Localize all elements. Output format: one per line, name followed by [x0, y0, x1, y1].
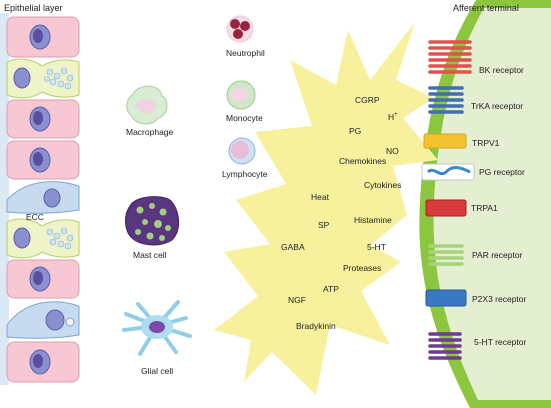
glial-cell-label: Glial cell	[141, 366, 174, 376]
mediator-gaba: GABA	[281, 242, 305, 252]
bk-receptor-label: BK receptor	[479, 65, 524, 75]
mediator-bradykinin: Bradykinin	[296, 321, 336, 331]
macrophage-label: Macrophage	[126, 127, 174, 137]
macrophage-cell	[126, 85, 168, 125]
mediator-5ht: 5-HT	[367, 242, 386, 252]
trka-receptor-icon	[428, 86, 464, 114]
mediator-histamine: Histamine	[354, 215, 392, 225]
5ht-receptor-icon	[428, 332, 462, 360]
mediator-heat: Heat	[311, 192, 329, 202]
mediator-no: NO	[386, 146, 399, 156]
mediator-ngf: NGF	[288, 295, 306, 305]
monocyte-label: Monocyte	[226, 113, 263, 123]
pg-receptor-icon	[421, 163, 475, 181]
par-receptor-icon	[428, 244, 464, 266]
mast-cell	[125, 196, 179, 246]
glial-cell	[122, 300, 192, 356]
mediator-sp: SP	[318, 220, 330, 230]
mediator-pg: PG	[349, 126, 362, 136]
mediator-cytokines: Cytokines	[364, 180, 402, 190]
mediator-atp: ATP	[323, 284, 339, 294]
monocyte-cell	[226, 80, 256, 110]
mast-cell-label: Mast cell	[133, 250, 167, 260]
neutrophil-label: Neutrophil	[226, 48, 265, 58]
trpv1-icon	[423, 133, 467, 149]
mediator-proteases: Proteases	[343, 263, 382, 273]
epithelial-layer	[0, 13, 80, 385]
lymphocyte-label: Lymphocyte	[222, 169, 268, 179]
par-receptor-label: PAR receptor	[472, 250, 523, 260]
bk-receptor-icon	[428, 40, 472, 74]
trpa1-icon	[425, 199, 467, 217]
lymphocyte-cell	[228, 137, 256, 165]
mediator-burst	[214, 22, 438, 395]
pg-receptor-label: PG receptor	[479, 167, 525, 177]
trpa1-label: TRPA1	[471, 203, 498, 213]
ecc-label: ECC	[26, 212, 44, 222]
mediator-cgrp: CGRP	[355, 95, 380, 105]
p2x3-receptor-label: P2X3 receptor	[472, 294, 527, 304]
mediator-chemokines: Chemokines	[339, 156, 387, 166]
5ht-receptor-label: 5-HT receptor	[474, 337, 527, 347]
epithelial-layer-header: Epithelial layer	[4, 3, 63, 13]
ecc-cell	[6, 181, 80, 214]
ecc-cell	[6, 301, 80, 339]
trka-receptor-label: TrKA receptor	[471, 101, 524, 111]
afferent-terminal-header: Afferent terminal	[453, 3, 519, 13]
mediator-h-plus: H+	[388, 111, 398, 122]
neutrophil-cell	[226, 15, 254, 43]
p2x3-receptor-icon	[425, 289, 467, 307]
trpv1-label: TRPV1	[472, 138, 500, 148]
